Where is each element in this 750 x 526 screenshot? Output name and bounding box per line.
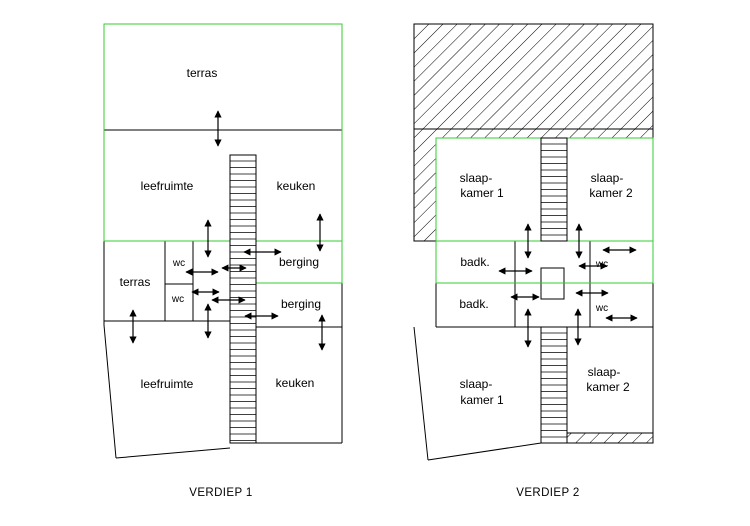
floor1-stairs bbox=[229, 154, 257, 444]
room-label-terras-top: terras bbox=[187, 66, 218, 80]
floor1-highlight bbox=[103, 23, 343, 284]
room-label-wc-b: wc bbox=[171, 294, 184, 305]
room-label-slaapkamer1-top-line2: kamer 1 bbox=[460, 186, 504, 200]
room-label-slaapkamer2-top-line2: kamer 2 bbox=[589, 186, 633, 200]
floor2-stairs bbox=[540, 137, 568, 444]
floor-plan-1: terras leefruimte keuken terras wc wc be… bbox=[103, 23, 343, 499]
room-label-wc-a-floor2: wc bbox=[595, 259, 608, 270]
floor-plan-2: slaap- kamer 1 slaap- kamer 2 badk. badk… bbox=[413, 23, 654, 499]
floor1-arrows bbox=[129, 110, 326, 351]
room-label-slaapkamer2-bottom-line1: slaap- bbox=[588, 365, 621, 379]
room-label-slaapkamer1-top-line1: slaap- bbox=[460, 171, 493, 185]
room-label-leefruimte-top: leefruimte bbox=[141, 179, 194, 193]
room-label-berging-a: berging bbox=[279, 255, 319, 269]
room-label-wc-a: wc bbox=[172, 258, 185, 269]
floor2-caption: VERDIEP 2 bbox=[516, 487, 579, 499]
room-label-slaapkamer2-top-line1: slaap- bbox=[591, 171, 624, 185]
room-label-badk-b: badk. bbox=[459, 297, 488, 311]
room-label-terras-left: terras bbox=[120, 275, 151, 289]
room-label-berging-b: berging bbox=[281, 297, 321, 311]
room-label-slaapkamer2-bottom-line2: kamer 2 bbox=[586, 380, 630, 394]
room-label-slaapkamer1-bottom-line2: kamer 1 bbox=[460, 393, 504, 407]
floor1-walls bbox=[103, 129, 343, 459]
room-label-wc-b-floor2: wc bbox=[595, 303, 608, 314]
floor1-caption: VERDIEP 1 bbox=[189, 487, 252, 499]
floor2-arrows bbox=[498, 223, 638, 348]
room-label-badk-a: badk. bbox=[460, 255, 489, 269]
room-label-leefruimte-bottom: leefruimte bbox=[141, 377, 194, 391]
room-label-keuken-bottom: keuken bbox=[276, 376, 315, 390]
room-label-keuken-top: keuken bbox=[277, 179, 316, 193]
room-label-slaapkamer1-bottom-line1: slaap- bbox=[460, 377, 493, 391]
